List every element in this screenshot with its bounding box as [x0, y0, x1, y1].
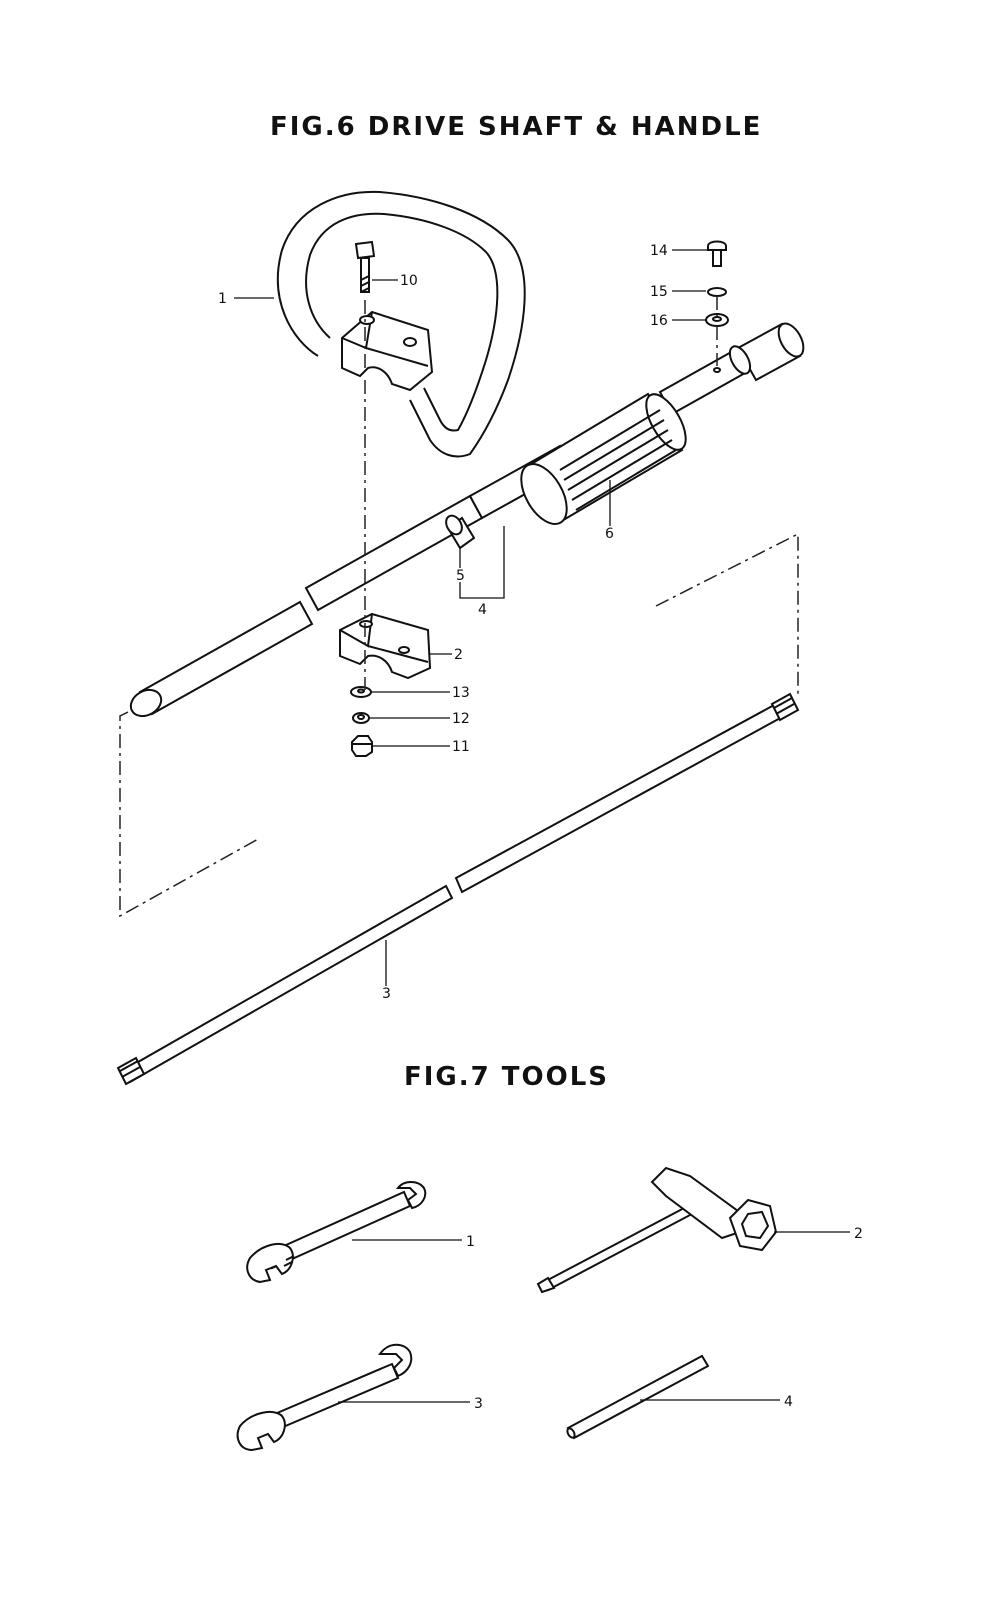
callout-4: 4 [478, 602, 487, 618]
callout-16: 16 [650, 313, 668, 329]
callout-13: 13 [452, 685, 470, 701]
washer-15 [707, 287, 727, 297]
wrench-3 [236, 1343, 413, 1452]
washer-13 [350, 686, 372, 698]
fig6-callouts: 1 10 14 15 16 6 5 4 2 13 12 11 3 [218, 243, 668, 1002]
tool-callout-1: 1 [466, 1234, 475, 1250]
bushing-5 [445, 514, 476, 550]
fig7-leaders [338, 1231, 850, 1403]
tool-callout-4: 4 [784, 1394, 793, 1410]
handle-clamp-lower [339, 612, 432, 680]
fig7-title: FIG.7 TOOLS [404, 1062, 610, 1092]
grip [520, 392, 687, 525]
callout-14: 14 [650, 243, 668, 259]
fig6-leaders [234, 249, 708, 986]
tool-callout-3: 3 [474, 1396, 483, 1412]
rod-4 [566, 1354, 710, 1440]
drive-tube [129, 322, 805, 718]
nut-11 [351, 735, 373, 757]
callout-5: 5 [456, 568, 465, 584]
callout-2: 2 [454, 647, 463, 663]
callout-1: 1 [218, 291, 227, 307]
callout-11: 11 [452, 739, 470, 755]
callout-15: 15 [650, 284, 668, 300]
loop-handle [277, 190, 526, 458]
tool-callout-2: 2 [854, 1226, 863, 1242]
wrench-1 [246, 1181, 427, 1284]
bolt-10 [354, 240, 376, 293]
callout-12: 12 [452, 711, 470, 727]
callout-6: 6 [605, 526, 614, 542]
lock-washer-12 [352, 712, 370, 724]
drive-shaft [116, 692, 800, 1086]
screw-14 [707, 240, 727, 267]
assembly-lines [119, 296, 799, 918]
callout-10: 10 [400, 273, 418, 289]
fig6-title: FIG.6 DRIVE SHAFT & HANDLE [270, 112, 763, 142]
fig7-callouts: 1 2 3 4 [466, 1226, 863, 1412]
callout-3: 3 [382, 986, 391, 1002]
socket-wrench-2 [536, 1166, 778, 1294]
handle-clamp-upper [341, 310, 434, 392]
